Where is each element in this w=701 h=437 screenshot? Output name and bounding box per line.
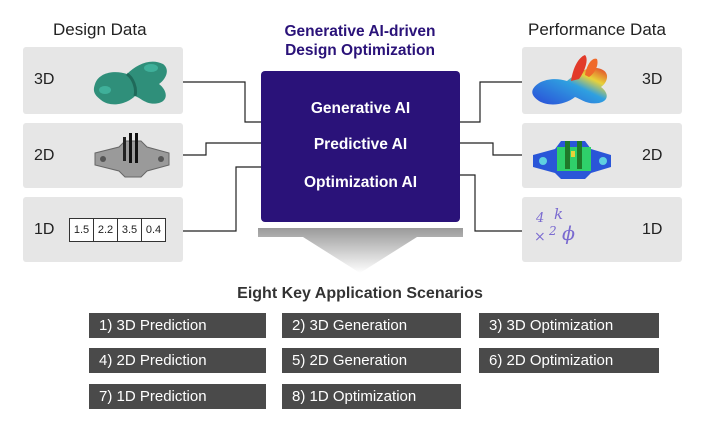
design-panel-2d-label: 2D bbox=[34, 147, 55, 164]
scenario-chip: 1) 3D Prediction bbox=[89, 313, 266, 338]
design-values-table: 1.5 2.2 3.5 0.4 bbox=[69, 218, 166, 242]
scenario-chip: 4) 2D Prediction bbox=[89, 348, 266, 373]
formula-symbol: 4 bbox=[536, 211, 545, 226]
2d-stress-result-image bbox=[533, 141, 611, 179]
design-panel-1d: 1D 1.5 2.2 3.5 0.4 bbox=[23, 197, 183, 262]
connector-left-2d bbox=[183, 142, 262, 156]
3d-stress-result-image bbox=[532, 55, 608, 105]
scenario-chip: 6) 2D Optimization bbox=[479, 348, 659, 373]
predictive-ai-label: Predictive AI bbox=[313, 136, 408, 153]
performance-panel-1d: 4 k × 2 ϕ 1D bbox=[522, 197, 682, 262]
center-title-line2: Design Optimization bbox=[285, 42, 435, 59]
design-panel-3d-label: 3D bbox=[34, 71, 55, 88]
performance-panel-3d-label: 3D bbox=[642, 71, 663, 88]
scenario-chip: 3) 3D Optimization bbox=[479, 313, 659, 338]
ai-methods-box: Generative AI Predictive AI Optimization… bbox=[261, 71, 460, 222]
design-data-title: Design Data bbox=[53, 20, 147, 39]
connector-right-3d bbox=[460, 81, 522, 123]
scenario-chip: 2) 3D Generation bbox=[282, 313, 461, 338]
generative-ai-label: Generative AI bbox=[310, 100, 411, 117]
connector-left-1d bbox=[183, 166, 262, 232]
formula-symbol: ϕ bbox=[562, 223, 575, 245]
formula-symbol: × bbox=[534, 229, 546, 245]
scenario-chip: 5) 2D Generation bbox=[282, 348, 461, 373]
design-value-cell: 2.2 bbox=[94, 219, 118, 241]
design-panel-1d-label: 1D bbox=[34, 221, 55, 238]
performance-panel-2d: 2D bbox=[522, 123, 682, 188]
center-title: Generative AI-driven Design Optimization bbox=[252, 22, 468, 60]
down-arrow bbox=[258, 228, 463, 273]
design-value-cell: 3.5 bbox=[118, 219, 142, 241]
formula-symbol: 2 bbox=[549, 224, 557, 238]
formula-symbols-image: 4 k × 2 ϕ bbox=[530, 205, 590, 251]
3d-part-model-image bbox=[93, 61, 167, 105]
formula-symbol: k bbox=[554, 205, 564, 223]
connector-left-3d bbox=[183, 81, 262, 123]
scenarios-title: Eight Key Application Scenarios bbox=[237, 285, 483, 302]
design-value-cell: 0.4 bbox=[145, 224, 162, 236]
optimization-ai-label: Optimization AI bbox=[303, 174, 418, 191]
connector-right-1d bbox=[460, 174, 522, 232]
design-value-cell: 1.5 bbox=[70, 219, 94, 241]
design-panel-3d: 3D bbox=[23, 47, 183, 114]
design-panel-2d: 2D bbox=[23, 123, 183, 188]
performance-data-title: Performance Data bbox=[528, 20, 666, 39]
performance-panel-1d-label: 1D bbox=[642, 221, 663, 238]
scenario-chip: 8) 1D Optimization bbox=[282, 384, 461, 409]
performance-panel-3d: 3D bbox=[522, 47, 682, 114]
center-title-line1: Generative AI-driven bbox=[284, 23, 436, 40]
performance-panel-2d-label: 2D bbox=[642, 147, 663, 164]
scenario-chip: 7) 1D Prediction bbox=[89, 384, 266, 409]
2d-part-image bbox=[94, 133, 170, 178]
connector-right-2d bbox=[460, 142, 522, 156]
